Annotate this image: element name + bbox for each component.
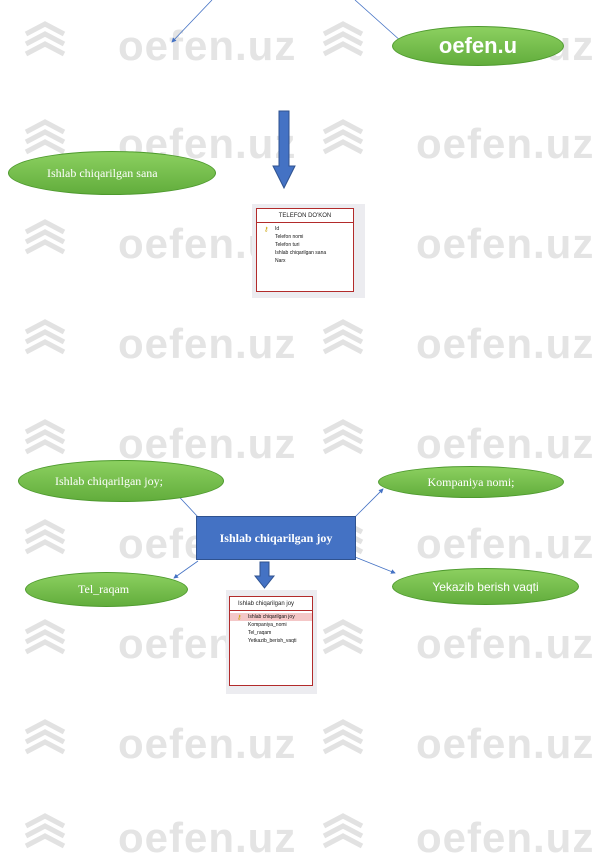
- table-field-label: Telefon nomi: [275, 234, 304, 240]
- attribute-oval-label: Tel_raqam: [78, 582, 130, 596]
- table-ishlab-chiqarilgan-joy: Ishlab chiqarilgan joy ⚷ Ishlab chiqarilg…: [229, 596, 313, 686]
- table-field-row: Ishlab chiqarilgan sana: [257, 249, 353, 257]
- connector-line-top-left: [171, 0, 213, 43]
- table-title: TELEFON DO'KON: [257, 209, 353, 223]
- attribute-oval-yekazib-berish-vaqti: Yekazib berish vaqti: [392, 568, 579, 605]
- table-image-ishlab-chiqarilgan-joy: Ishlab chiqarilgan joy ⚷ Ishlab chiqarilg…: [226, 590, 317, 694]
- attribute-oval-label: Ishlab chiqarilgan joy;: [55, 473, 163, 488]
- connector-line-top-right-2: [354, 488, 384, 518]
- connector-layer: [169, 0, 403, 589]
- entity-label: Ishlab chiqarilgan joy: [219, 530, 333, 545]
- attribute-oval-ishlab-chiqarilgan-joy: Ishlab chiqarilgan joy;: [18, 460, 224, 502]
- table-title: Ishlab chiqarilgan joy: [230, 597, 312, 611]
- attribute-oval-tel-raqam: Tel_raqam: [25, 572, 188, 607]
- table-field-label: Ishlab chiqarilgan joy: [248, 614, 295, 620]
- table-field-label: Tel_raqam: [248, 630, 272, 636]
- attribute-oval-ishlab-chiqarilgan-sana: Ishlab chiqarilgan sana: [8, 151, 216, 195]
- attribute-oval-top-right: oefen.u: [392, 26, 564, 66]
- attribute-oval-label: Ishlab chiqarilgan sana: [47, 165, 158, 180]
- down-arrow-icon: [253, 561, 276, 589]
- table-image-telefon-dokon: TELEFON DO'KON ⚷ Id Telefon nomi Telefon …: [252, 204, 365, 298]
- connector-line-top-right: [354, 0, 403, 43]
- table-telefon-dokon: TELEFON DO'KON ⚷ Id Telefon nomi Telefon …: [256, 208, 354, 292]
- table-field-row: Telefon turi: [257, 241, 353, 249]
- key-icon: ⚷: [237, 615, 242, 621]
- connector-line-bottom-left-2: [173, 560, 199, 579]
- attribute-oval-label: Kompaniya nomi;: [427, 474, 515, 489]
- table-field-row: Kompaniya_nomi: [230, 621, 312, 629]
- table-field-row: Telefon nomi: [257, 233, 353, 241]
- table-field-row: Narx: [257, 257, 353, 265]
- table-field-row: ⚷ Id: [257, 225, 353, 233]
- table-field-label: Telefon turi: [275, 242, 300, 248]
- table-field-label: Kompaniya_nomi: [248, 622, 287, 628]
- table-field-label: Narx: [275, 258, 286, 264]
- table-field-row: Tel_raqam: [230, 629, 312, 637]
- table-field-label: Yetkazib_berish_vaqti: [248, 638, 297, 644]
- entity-box-ishlab-chiqarilgan-joy: Ishlab chiqarilgan joy: [196, 516, 356, 560]
- attribute-oval-kompaniya-nomi: Kompaniya nomi;: [378, 466, 564, 498]
- connector-line-bottom-right-2: [354, 556, 396, 574]
- table-field-label: Id: [275, 226, 280, 232]
- table-field-row: ⚷ Ishlab chiqarilgan joy: [230, 613, 312, 621]
- down-arrow-icon: [272, 110, 296, 190]
- attribute-oval-label: oefen.u: [438, 33, 518, 58]
- table-field-row: Yetkazib_berish_vaqti: [230, 637, 312, 645]
- key-icon: ⚷: [264, 227, 269, 233]
- table-field-label: Ishlab chiqarilgan sana: [275, 250, 327, 256]
- attribute-oval-label: Yekazib berish vaqti: [432, 579, 539, 594]
